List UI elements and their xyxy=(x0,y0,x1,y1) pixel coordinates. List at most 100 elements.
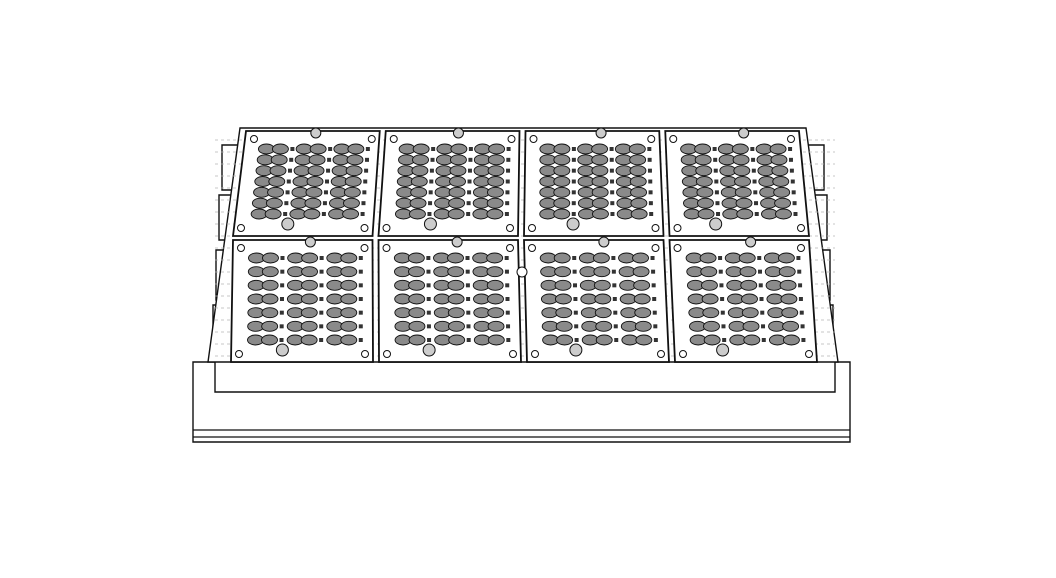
cavity-marker xyxy=(653,324,658,329)
cavity-marker xyxy=(325,179,330,184)
cavity xyxy=(486,266,504,278)
cavity xyxy=(553,165,571,177)
cavity-marker xyxy=(465,256,470,260)
screw-head xyxy=(452,127,464,139)
cavity xyxy=(632,266,650,278)
cavity xyxy=(629,154,647,166)
cavity xyxy=(695,165,713,177)
cavity-marker xyxy=(610,190,615,195)
cavity-marker xyxy=(284,201,289,206)
cavity-marker xyxy=(286,179,291,184)
cavity xyxy=(449,176,466,187)
cavity xyxy=(412,154,429,166)
cavity-marker xyxy=(573,297,578,301)
cavity xyxy=(261,279,279,291)
cavity-marker xyxy=(326,168,331,173)
cavity-marker xyxy=(322,201,327,206)
cavity-marker xyxy=(571,157,576,162)
cavity xyxy=(410,176,428,187)
cavity-marker xyxy=(505,190,510,195)
cavity xyxy=(301,266,319,278)
base-step xyxy=(214,359,836,393)
guide-hole xyxy=(647,135,656,143)
screw-head xyxy=(738,127,750,139)
cavity-marker xyxy=(358,338,363,342)
cavity xyxy=(308,154,326,166)
cavity xyxy=(593,266,611,278)
cavity xyxy=(771,165,789,177)
cavity-marker xyxy=(718,269,723,274)
guide-hole xyxy=(805,350,813,358)
cavity xyxy=(261,266,279,278)
cavity-marker xyxy=(574,338,579,342)
cavity xyxy=(629,176,647,187)
cavity-marker xyxy=(788,147,793,151)
cavity xyxy=(703,320,720,332)
cavity xyxy=(408,334,426,346)
cavity xyxy=(696,186,714,198)
cavity xyxy=(487,307,505,319)
cavity xyxy=(741,293,758,305)
cavity xyxy=(408,208,426,220)
cavity-marker xyxy=(648,179,653,184)
screw-head xyxy=(745,236,757,248)
cavity xyxy=(409,197,427,209)
screw-head xyxy=(304,236,316,248)
cavity xyxy=(408,266,425,278)
cavity xyxy=(740,279,758,291)
cavity xyxy=(628,143,646,155)
cavity-marker xyxy=(722,338,727,342)
cavity xyxy=(448,197,466,209)
cavity xyxy=(269,165,287,177)
cavity xyxy=(487,176,505,187)
cavity-marker xyxy=(714,190,719,195)
guide-hole xyxy=(669,135,678,143)
cavity xyxy=(305,186,323,198)
cavity xyxy=(408,293,426,305)
cavity-marker xyxy=(426,256,431,260)
cavity-marker xyxy=(572,269,577,274)
cavity-marker xyxy=(713,168,718,173)
cavity-marker xyxy=(716,212,721,216)
cavity xyxy=(734,186,752,198)
screw-head xyxy=(423,217,437,231)
cavity xyxy=(553,197,571,209)
cavity xyxy=(262,252,279,264)
cavity-marker xyxy=(328,147,333,151)
cavity xyxy=(774,197,792,209)
guide-hole xyxy=(382,224,391,232)
cavity xyxy=(591,186,609,198)
cavity-marker xyxy=(571,212,576,216)
cavity-marker xyxy=(468,147,473,151)
cavity-marker xyxy=(504,269,509,274)
cavity-marker xyxy=(426,310,431,315)
cavity xyxy=(267,186,285,198)
cavity xyxy=(595,320,613,332)
cavity-marker xyxy=(720,310,725,315)
cavity-marker xyxy=(610,201,615,206)
cavity-marker xyxy=(358,283,363,288)
cavity-marker xyxy=(789,168,794,173)
cavity-marker xyxy=(429,168,434,173)
cavity-marker xyxy=(712,147,717,151)
cavity-marker xyxy=(571,190,576,195)
screw-head xyxy=(709,217,723,231)
cavity xyxy=(630,186,648,198)
cavity xyxy=(486,252,504,264)
cavity-marker xyxy=(613,324,618,329)
cavity xyxy=(304,197,322,209)
cavity xyxy=(487,320,505,332)
cavity-marker xyxy=(647,147,652,151)
cavity xyxy=(408,307,426,319)
cavity xyxy=(346,154,364,166)
cavity-marker xyxy=(751,168,756,173)
cavity xyxy=(412,143,430,155)
cavity xyxy=(487,293,504,305)
cavity-marker xyxy=(506,338,511,342)
screw-head xyxy=(598,236,610,248)
cavity-marker xyxy=(466,297,471,301)
cavity-marker xyxy=(614,338,619,342)
cavity xyxy=(301,252,319,264)
guide-hole xyxy=(382,244,391,252)
